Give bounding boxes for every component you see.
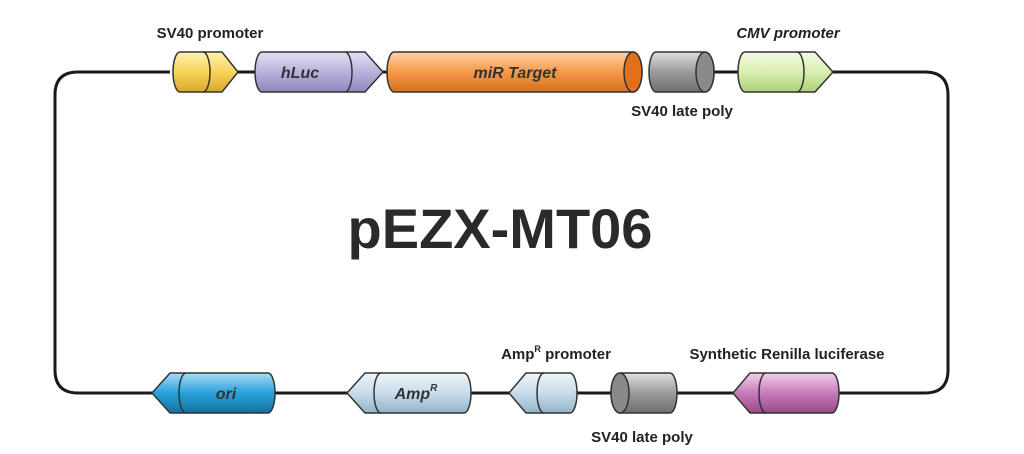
ori-feature [150,372,276,414]
sv40-late-poly-bottom-feature [610,372,678,414]
sv40-promoter-feature [172,51,239,93]
sv40-promoter-label: SV40 promoter [157,25,264,42]
sv40-late-poly-bottom-label: SV40 late poly [591,429,693,446]
plasmid-backbone [53,70,950,395]
ampr-feature [345,372,472,414]
mir-target-feature [386,51,643,93]
ampr-label: AmpR [394,383,439,403]
sv40-late-poly-top-feature [648,51,715,93]
ampr-promoter-feature [508,372,578,414]
plasmid-name: pEZX-MT06 [348,197,653,260]
hluc-feature [254,51,385,93]
ori-label: ori [216,386,237,403]
sv40-late-poly-top-label: SV40 late poly [631,103,733,120]
ampr-promoter-label: AmpR promoter [501,344,611,363]
cmv-promoter-feature [737,51,835,93]
renilla-luciferase-label: Synthetic Renilla luciferase [689,346,884,363]
mir-target-label: miR Target [474,65,558,82]
renilla-luciferase-feature [732,372,840,414]
hluc-label: hLuc [281,65,319,82]
cmv-promoter-label: CMV promoter [736,25,841,42]
